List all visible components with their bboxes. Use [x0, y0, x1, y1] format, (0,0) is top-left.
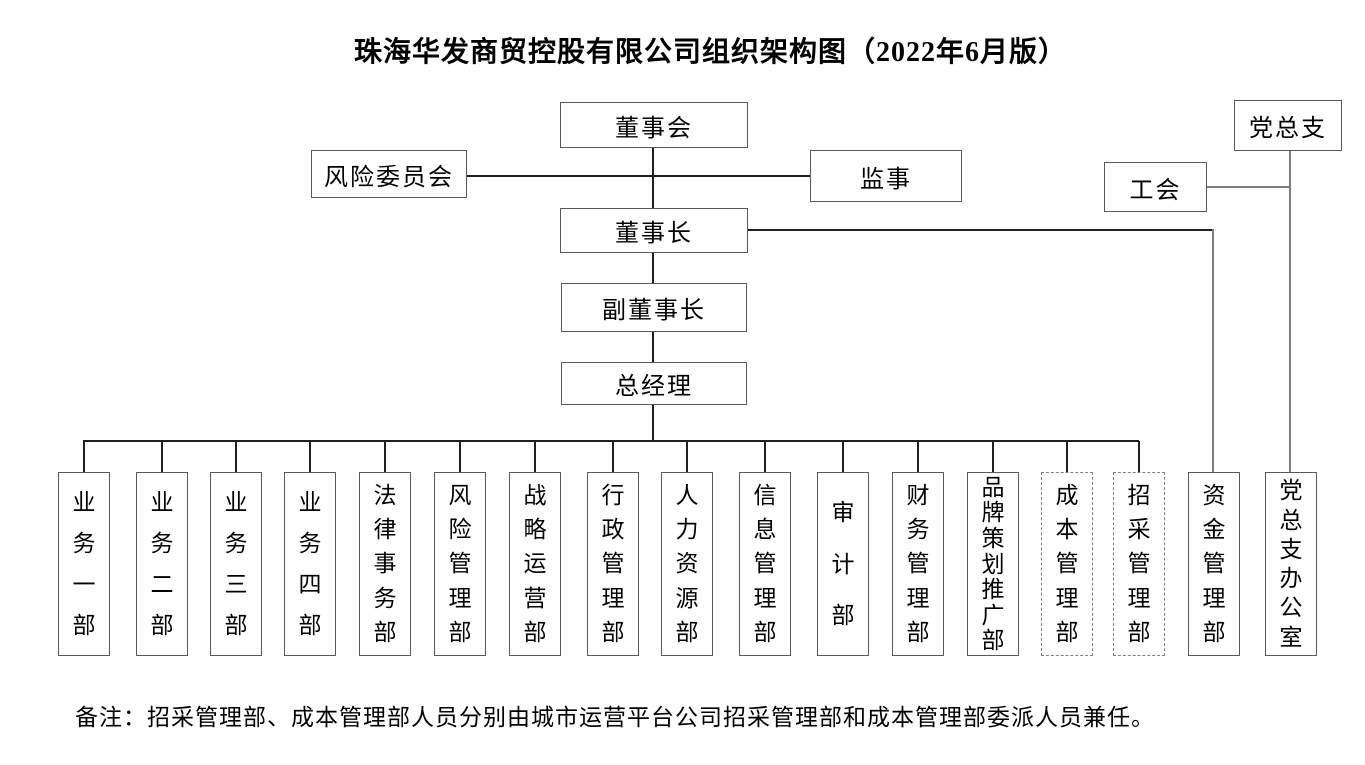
dept-box: 业务四部 — [284, 472, 336, 656]
dept-drop-line — [1138, 441, 1140, 472]
node-vice-chairman: 副董事长 — [561, 283, 747, 332]
dept-box: 人力资源部 — [661, 472, 713, 656]
dept-box: 法律事务部 — [359, 472, 411, 656]
connector-chairman-treasury-drop — [1212, 229, 1214, 472]
dept-box: 财务管理部 — [892, 472, 944, 656]
node-general-manager-label: 总经理 — [615, 374, 693, 400]
node-chairman: 董事长 — [560, 208, 748, 253]
node-general-manager: 总经理 — [561, 362, 747, 405]
dept-box: 风险管理部 — [434, 472, 486, 656]
dept-drop-line — [534, 441, 536, 472]
dept-box: 业务一部 — [58, 472, 110, 656]
dept-box: 业务二部 — [136, 472, 188, 656]
dept-drop-line — [161, 441, 163, 472]
dept-box: 党总支办公室 — [1265, 472, 1317, 656]
node-risk-committee-label: 风险委员会 — [324, 164, 454, 191]
dept-box-dashed: 招采管理部 — [1113, 472, 1165, 656]
dept-drop-line — [235, 441, 237, 472]
node-board: 董事会 — [560, 102, 748, 148]
connector-gm-trunk — [652, 405, 654, 441]
node-supervisor-label: 监事 — [860, 166, 912, 193]
node-party-branch-label: 党总支 — [1249, 116, 1327, 142]
node-chairman-label: 董事长 — [615, 221, 693, 247]
dept-box: 品牌策划推广部 — [967, 472, 1019, 656]
dept-box: 资金管理部 — [1188, 472, 1240, 656]
connector-union-partybranch — [1207, 186, 1291, 188]
dept-box: 信息管理部 — [739, 472, 791, 656]
connector-board-chairman — [652, 148, 654, 208]
connector-chairman-vicechairman — [652, 253, 654, 283]
dept-drop-line — [612, 441, 614, 472]
node-board-label: 董事会 — [615, 115, 693, 142]
page-title: 珠海华发商贸控股有限公司组织架构图（2022年6月版） — [353, 37, 1067, 68]
dept-drop-line — [309, 441, 311, 472]
dept-drop-line — [992, 441, 994, 472]
dept-drop-line — [384, 441, 386, 472]
connector-partybranch-office-drop — [1289, 151, 1291, 472]
node-vice-chairman-label: 副董事长 — [602, 298, 706, 324]
connector-main-trunk — [83, 440, 1139, 442]
dept-box: 业务三部 — [210, 472, 262, 656]
connector-chairman-right — [748, 229, 1214, 231]
node-risk-committee: 风险委员会 — [311, 150, 467, 198]
dept-drop-line — [686, 441, 688, 472]
dept-box: 战略运营部 — [509, 472, 561, 656]
dept-box-dashed: 成本管理部 — [1041, 472, 1093, 656]
dept-drop-line — [917, 441, 919, 472]
dept-drop-line — [459, 441, 461, 472]
footnote: 备注：招采管理部、成本管理部人员分别由城市运营平台公司招采管理部和成本管理部委派… — [75, 705, 1155, 730]
node-party-branch: 党总支 — [1234, 100, 1342, 151]
dept-box: 审计部 — [817, 472, 869, 656]
node-supervisor: 监事 — [810, 150, 962, 202]
dept-drop-line — [842, 441, 844, 472]
dept-drop-line — [83, 441, 85, 472]
connector-vicechairman-gm — [652, 332, 654, 362]
connector-risk-supervisor — [467, 175, 810, 177]
dept-drop-line — [764, 441, 766, 472]
dept-box: 行政管理部 — [587, 472, 639, 656]
dept-drop-line — [1066, 441, 1068, 472]
node-labor-union-label: 工会 — [1129, 177, 1182, 204]
node-labor-union: 工会 — [1104, 162, 1207, 212]
